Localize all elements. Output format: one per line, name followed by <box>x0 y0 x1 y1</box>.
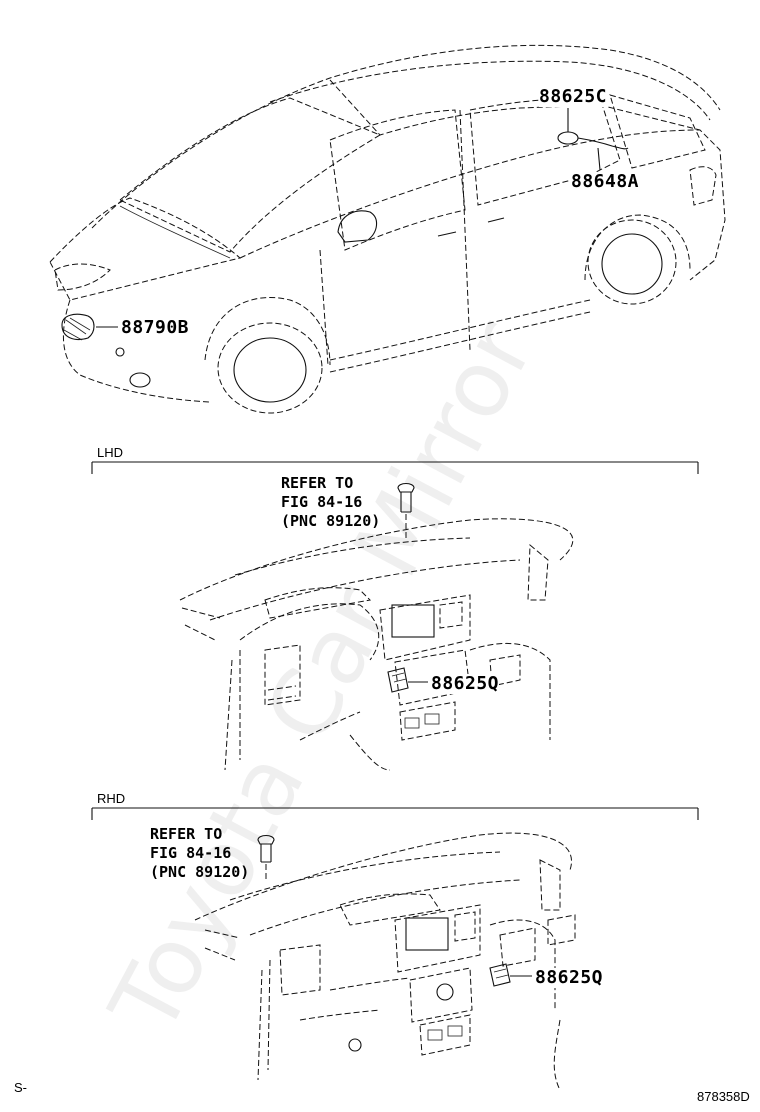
section-label-rhd: RHD <box>97 791 126 806</box>
part-label-88790b: 88790B <box>121 317 190 338</box>
refer-note-lhd-line1: REFER TO <box>281 474 354 492</box>
lhd-section-frame <box>91 461 699 474</box>
refer-note-rhd-line1: REFER TO <box>150 825 223 843</box>
part-label-88625c: 88625C <box>539 86 608 107</box>
rhd-dashboard-illustration <box>194 832 576 1091</box>
refer-note-rhd-line3: (PNC 89120) <box>150 863 250 881</box>
part-label-88625q-lhd: 88625Q <box>431 673 500 694</box>
refer-note-rhd: REFER TO FIG 84-16 (PNC 89120) <box>150 825 249 882</box>
part-label-88648a: 88648A <box>571 171 640 192</box>
section-label-lhd: LHD <box>97 445 124 460</box>
footer-left-code: S- <box>14 1080 27 1095</box>
rhd-section-frame <box>91 807 699 820</box>
refer-note-lhd-line2: FIG 84-16 <box>281 493 363 511</box>
car-illustration <box>49 44 726 414</box>
part-label-88625q-rhd: 88625Q <box>535 967 604 988</box>
refer-note-lhd: REFER TO FIG 84-16 (PNC 89120) <box>281 474 380 531</box>
refer-note-lhd-line3: (PNC 89120) <box>281 512 381 530</box>
refer-note-rhd-line2: FIG 84-16 <box>150 844 232 862</box>
figure-number: 878358D <box>697 1089 750 1104</box>
